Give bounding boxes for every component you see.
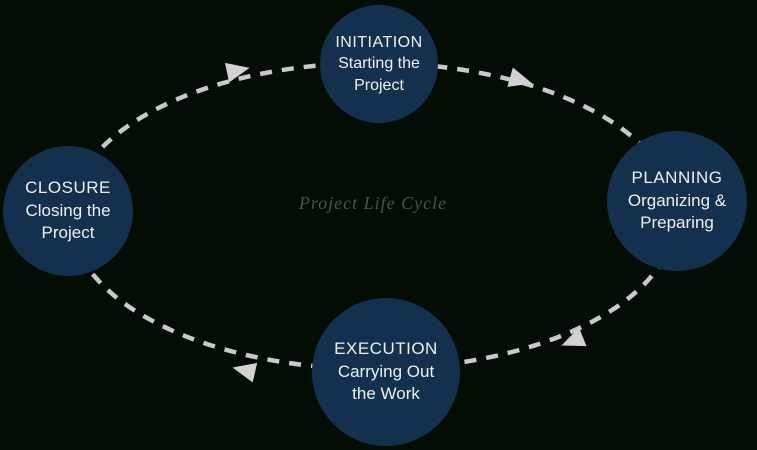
node-planning-sublabel-line: Organizing &: [627, 190, 727, 210]
node-initiation-sublabel-line: Project: [354, 76, 404, 94]
node-closure-sublabel-line: Closing the: [25, 200, 111, 220]
node-planning-sublabel-line: Preparing: [640, 213, 714, 233]
arrowhead-to-closure-icon: [232, 362, 258, 383]
node-closure-sublabel-line: Project: [41, 223, 95, 243]
arrowhead-to-initiation-icon: [224, 62, 250, 83]
node-execution-label: EXECUTION: [334, 338, 438, 358]
node-closure-label: CLOSURE: [25, 177, 111, 197]
node-initiation: INITIATION Starting the Project: [320, 5, 438, 123]
node-execution-sublabel-line: the Work: [352, 384, 420, 404]
arrowhead-to-execution-icon: [561, 327, 587, 347]
node-initiation-label: INITIATION: [335, 33, 423, 51]
node-planning-label: PLANNING: [631, 167, 723, 187]
node-planning: PLANNING Organizing & Preparing: [607, 131, 747, 271]
node-execution-sublabel-line: Carrying Out: [337, 361, 435, 381]
node-execution: EXECUTION Carrying Out the Work: [312, 298, 460, 446]
diagram-title: Project Life Cycle: [298, 193, 448, 213]
node-closure: CLOSURE Closing the Project: [3, 146, 133, 276]
arrowhead-to-planning-icon: [507, 67, 533, 87]
node-initiation-sublabel-line: Starting the: [338, 55, 420, 73]
